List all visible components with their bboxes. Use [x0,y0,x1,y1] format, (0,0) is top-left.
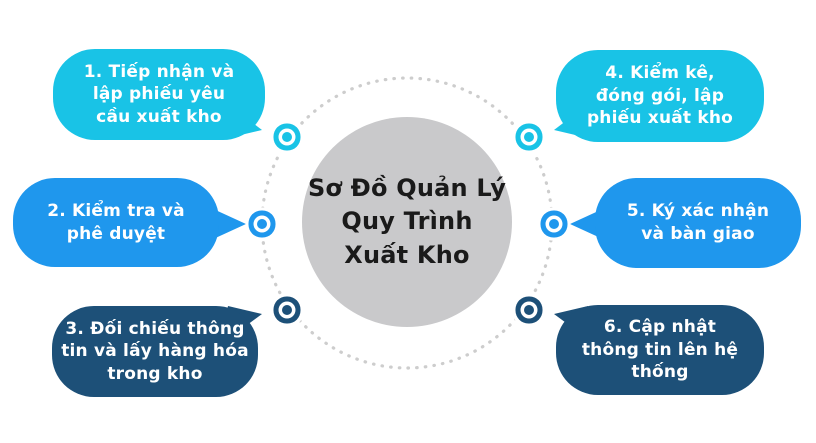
diagram-title: Sơ Đồ Quản Lý Quy Trình Xuất Kho [307,174,507,269]
step-label: 1. Tiếp nhận và lập phiếu yêu cầu xuất k… [83,61,235,127]
step-label: 3. Đối chiếu thông tin và lấy hàng hóa t… [61,318,249,384]
step-bubble-1: 1. Tiếp nhận và lập phiếu yêu cầu xuất k… [53,49,265,140]
step-bubble-4: 4. Kiểm kê, đóng gói, lập phiếu xuất kho [556,50,764,142]
node-marker-5 [549,219,559,229]
node-marker-1 [282,132,292,142]
step-bubble-6: 6. Cập nhật thông tin lên hệ thống [556,305,764,395]
step-bubble-5: 5. Ký xác nhận và bàn giao [595,178,801,268]
node-marker-6 [524,305,534,315]
center-circle: Sơ Đồ Quản Lý Quy Trình Xuất Kho [302,117,512,327]
step-label: 6. Cập nhật thông tin lên hệ thống [581,317,739,383]
node-marker-2 [257,219,267,229]
node-marker-3 [282,305,292,315]
step-bubble-3: 3. Đối chiếu thông tin và lấy hàng hóa t… [52,306,258,397]
step-bubble-2: 2. Kiểm tra và phê duyệt [13,178,219,267]
step-label: 4. Kiểm kê, đóng gói, lập phiếu xuất kho [586,63,734,129]
step-label: 2. Kiểm tra và phê duyệt [47,200,185,244]
node-marker-4 [524,132,534,142]
step-label: 5. Ký xác nhận và bàn giao [626,201,770,244]
